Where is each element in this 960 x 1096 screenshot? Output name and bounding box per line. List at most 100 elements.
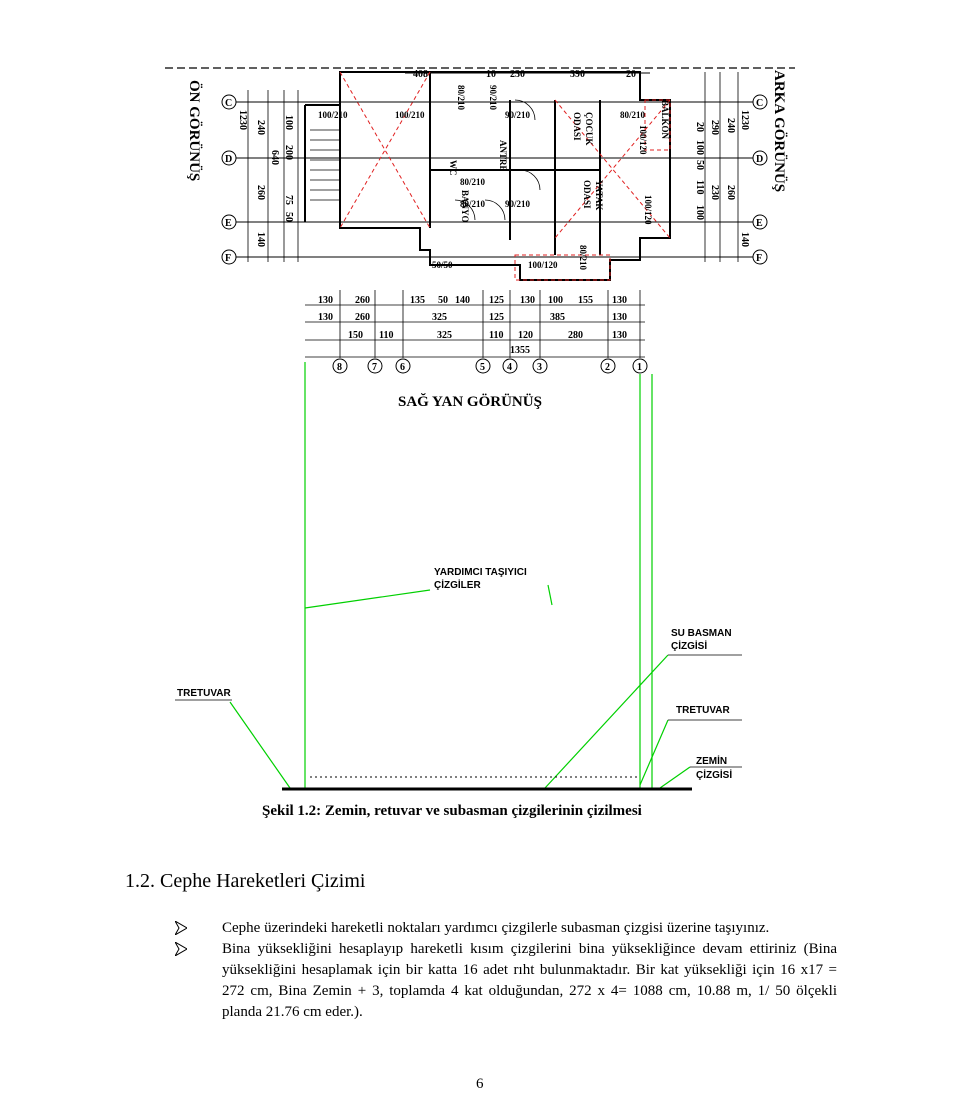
door-label: 80/210 [456,85,466,111]
axis-number: 6 [400,362,405,373]
dim-label: 260 [255,185,266,200]
door-labels: 100/210 100/210 80/210 90/210 90/210 80/… [318,85,653,271]
dim-label: 260 [725,185,736,200]
axis-number: 7 [372,362,377,373]
annotation-label: TRETUVAR [676,705,730,716]
dim-label: 155 [578,295,593,306]
room-label: YATAK [594,180,604,210]
dim-label: 1230 [739,110,750,130]
dim-label: 110 [379,330,393,341]
section-heading: 1.2. Cephe Hareketleri Çizimi [125,870,366,892]
front-view-title: ÖN GÖRÜNÜŞ [186,80,203,181]
list-item-text: Bina yüksekliğini hesaplayıp hareketli k… [222,941,837,1020]
axis-letter: E [756,218,763,229]
list-item: Bina yüksekliğini hesaplayıp hareketli k… [175,939,837,1023]
figure-caption: Şekil 1.2: Zemin, retuvar ve subasman çi… [262,803,642,819]
dim-label: 390 [570,69,585,80]
dim-label: 100 [694,205,705,220]
dim-label: 50 [694,160,705,170]
annotation-label: ÇİZGİSİ [696,768,732,781]
room-label: ÇOCUK [584,112,594,146]
dim-label: 130 [612,330,627,341]
dim-label: 140 [255,232,266,247]
dim-label: 130 [520,295,535,306]
bottom-dimension-row-3: 150 110 325 110 120 280 130 [348,330,627,341]
arrowhead-bullet-icon [175,942,187,956]
dim-label: 10 [486,69,496,80]
left-dimension-labels: 1230 240 100 200 640 260 75 50 140 [237,110,294,247]
dim-label: 130 [612,312,627,323]
dim-label: 50 [438,295,448,306]
floor-plan [304,71,671,281]
dim-label: 130 [318,312,333,323]
dim-label: 325 [432,312,447,323]
axis-letter: D [756,154,763,165]
axis-letter: E [225,218,232,229]
top-dimension-labels: 408 10 230 390 20 [413,69,636,80]
dim-label: 130 [318,295,333,306]
room-label: ODASI [572,112,582,141]
door-label: 90/210 [488,85,498,111]
room-label: BANYO [460,190,470,223]
dim-label: 125 [489,295,504,306]
green-guide-lines [229,362,691,789]
dim-label: 230 [709,185,720,200]
dim-label: 240 [255,120,266,135]
door-label: 50/50 [432,260,453,270]
door-label: 80/210 [460,177,486,187]
door-label: 100/210 [318,110,348,120]
annotation-label: YARDIMCI TAŞIYICI [434,567,527,578]
dim-label: 200 [283,145,294,160]
dim-label: 50 [283,212,294,222]
room-label: ODASI [582,180,592,209]
room-label: WC [448,160,458,176]
annotation-label: SU BASMAN [671,628,732,639]
list-item-text: Cephe üzerindeki hareketli noktaları yar… [222,920,770,936]
dim-label: 385 [550,312,565,323]
dim-label: 150 [348,330,363,341]
arrowhead-bullet-icon [175,921,187,935]
axis-number: 5 [480,362,485,373]
axis-number: 4 [507,362,512,373]
axis-letter: D [225,154,232,165]
dim-label: 260 [355,312,370,323]
dim-label: 260 [355,295,370,306]
dim-label: 110 [694,180,705,194]
dim-label: 110 [489,330,503,341]
dim-label: 230 [510,69,525,80]
axis-letter: F [756,253,762,264]
door-label: 100/120 [643,195,653,225]
bottom-dimension-row-2: 130 260 325 125 385 130 [318,312,627,323]
room-label: ANTRE [498,140,508,172]
axis-letter: C [756,98,763,109]
axis-number-bubbles: 8 7 6 5 4 3 2 1 [332,358,648,374]
bullet-list: Cephe üzerindeki hareketli noktaları yar… [175,918,837,1023]
dim-label: 125 [489,312,504,323]
axis-number: 2 [605,362,610,373]
door-label: 100/120 [528,260,558,270]
dim-label: 130 [612,295,627,306]
dim-label: 408 [413,69,428,80]
annotation-label: ÇİZGİLER [434,578,481,591]
door-label: 100/210 [395,110,425,120]
dim-label: 20 [626,69,636,80]
back-view-title: ARKA GÖRÜNÜŞ [771,70,788,192]
dim-label: 100 [548,295,563,306]
axis-bubbles-right: C D E F [752,94,768,265]
room-labels: ÇOCUK ODASI YATAK ODASI ANTRE BALKON BAN… [448,100,670,223]
annotation-label: ÇİZGİSİ [671,639,707,652]
dim-label: 75 [283,195,294,205]
dim-label: 120 [518,330,533,341]
dim-label: 290 [709,120,720,135]
door-label: 90/210 [505,199,531,209]
dim-label: 20 [694,122,705,132]
axis-number: 8 [337,362,342,373]
dim-label: 140 [739,232,750,247]
annotation-label: ZEMİN [696,754,727,767]
dim-label: 135 [410,295,425,306]
bottom-total-dimension: 1355 [510,345,530,356]
dim-label: 240 [725,118,736,133]
dim-label: 280 [568,330,583,341]
page-number: 6 [476,1076,484,1092]
axis-bubbles-left: C D E F [221,94,237,265]
